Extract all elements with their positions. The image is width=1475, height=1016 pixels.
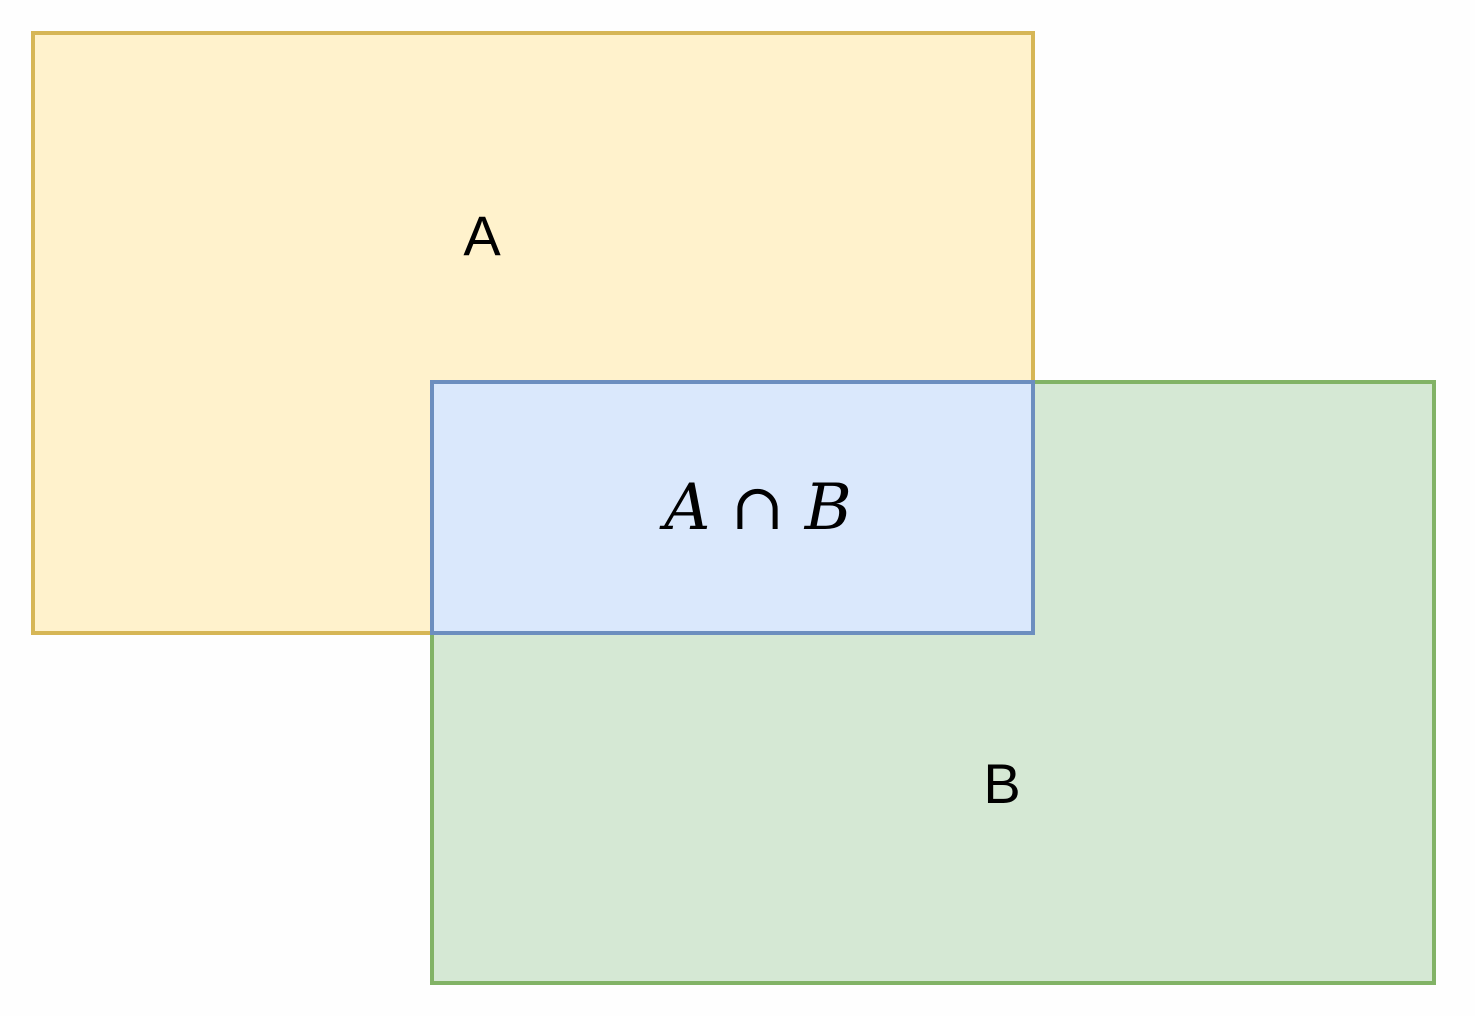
intersection-label: A ∩ B [664, 471, 852, 545]
set-b-label: B [983, 752, 1021, 815]
set-a-label: A [463, 204, 501, 267]
intersection-rectangle [430, 380, 1035, 635]
